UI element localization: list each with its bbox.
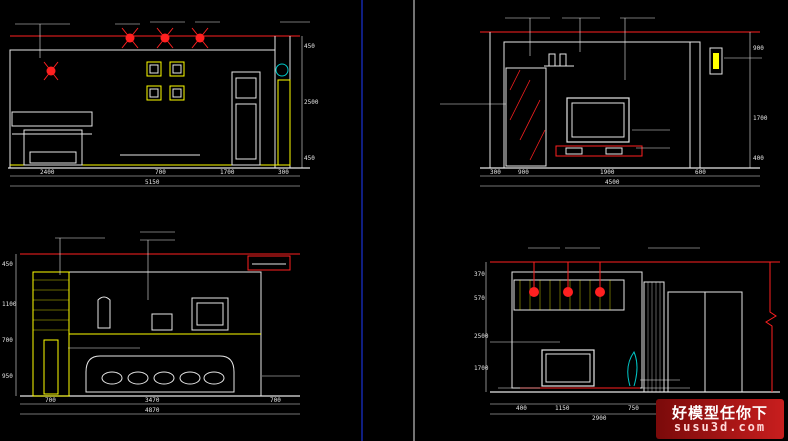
dim-text: 1700 <box>753 115 768 122</box>
cabinet <box>277 79 291 166</box>
break-line <box>765 262 777 392</box>
dim-text: 700 <box>45 397 56 404</box>
elevation-bottom-left: 700 3470 700 4870 450 1100 700 950 <box>2 231 300 415</box>
dim-text: 2500 <box>474 333 489 340</box>
elevation-bottom-right: 400 1150 750 2900 370 570 2500 1700 <box>474 247 780 422</box>
watermark-logo: 好模型任你下 susu3d.com <box>656 399 784 439</box>
slat-column <box>643 281 665 393</box>
dim-text: 750 <box>628 405 639 412</box>
sideboard <box>11 111 93 127</box>
dim-text: 3470 <box>145 397 160 404</box>
dim-text: 900 <box>753 45 764 52</box>
dim-text: 700 <box>270 397 281 404</box>
dim-text: 2400 <box>40 169 55 176</box>
dim-text: 600 <box>695 169 706 176</box>
dim-text: 700 <box>155 169 166 176</box>
tv <box>566 97 630 143</box>
tv-stand <box>555 145 643 157</box>
hatched-column <box>32 271 70 397</box>
door <box>231 71 261 166</box>
elevation-top-left: 2400 700 1700 300 5150 450 2500 450 <box>8 21 319 187</box>
dim-text: 1150 <box>555 405 570 412</box>
dim-text: 1100 <box>2 301 17 308</box>
wall-frames <box>146 61 185 101</box>
plant <box>627 350 638 387</box>
elevation-top-right: 300 900 1900 600 4500 900 1700 400 <box>440 17 768 187</box>
dim-total: 4500 <box>605 179 620 186</box>
dim-text: 450 <box>304 155 315 162</box>
statue <box>97 296 111 329</box>
dim-total: 5150 <box>145 179 160 186</box>
dim-text: 1700 <box>220 169 235 176</box>
watermark-line2: susu3d.com <box>673 419 767 434</box>
dim-text: 400 <box>516 405 527 412</box>
wall-lamp <box>43 27 209 81</box>
dim-text: 1700 <box>474 365 489 372</box>
wall-frame <box>151 313 173 331</box>
watermark-line1: 好模型任你下 <box>671 403 768 422</box>
pendant-lamp <box>529 287 605 297</box>
dim-text: 700 <box>2 337 13 344</box>
lamp-band <box>513 279 625 311</box>
sofa <box>85 355 235 393</box>
dim-text: 450 <box>2 261 13 268</box>
wall-outline <box>503 41 701 169</box>
dim-text: 950 <box>2 373 13 380</box>
dim-text: 370 <box>474 271 485 278</box>
dim-text: 450 <box>304 43 315 50</box>
dim-text: 400 <box>753 155 764 162</box>
glass-cabinet <box>505 67 547 167</box>
wall-lamp <box>709 47 723 75</box>
plant <box>275 63 289 77</box>
dim-text: 1900 <box>600 169 615 176</box>
dim-total: 4870 <box>145 407 160 414</box>
dim-text: 300 <box>490 169 501 176</box>
dim-text: 900 <box>518 169 529 176</box>
air-conditioner <box>247 255 291 271</box>
dim-total: 2900 <box>592 415 607 422</box>
dim-text: 300 <box>278 169 289 176</box>
wall-frame <box>191 297 229 331</box>
dim-text: 570 <box>474 295 485 302</box>
dim-text: 2500 <box>304 99 319 106</box>
tv <box>541 349 595 387</box>
